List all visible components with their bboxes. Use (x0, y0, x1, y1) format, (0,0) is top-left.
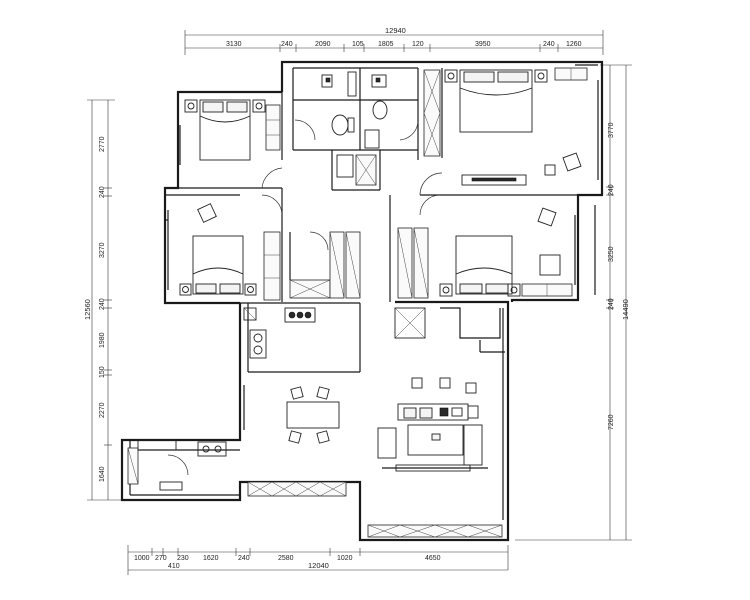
shower-icon (321, 74, 333, 88)
wardrobe (265, 104, 281, 151)
bottom-dim-6: 2580 (278, 555, 294, 562)
right-dim-2: 240 (608, 184, 615, 196)
utility-room (127, 372, 245, 491)
left-dimensions: 2770 240 3270 240 1980 150 2270 1640 125… (83, 99, 125, 501)
nightstand (184, 99, 198, 113)
bottom-dim-5: 240 (238, 555, 250, 562)
left-dim-4: 240 (99, 298, 106, 310)
left-dim-6: 150 (99, 366, 106, 378)
top-dim-1: 3130 (226, 41, 242, 48)
armchair-living (377, 427, 397, 459)
bottom-sub-dim: 410 (168, 563, 180, 570)
sink-counter (336, 154, 354, 178)
bottom-dim-4: 1620 (203, 555, 219, 562)
armchair-3 (537, 207, 557, 227)
top-dim-8: 240 (543, 41, 555, 48)
left-dim-2: 240 (99, 186, 106, 198)
sofa (463, 424, 483, 466)
bottom-total-dim: 12040 (308, 561, 329, 570)
top-dimensions: 12940 3130 240 2090 105 1805 120 3950 24… (184, 26, 604, 55)
top-dim-5: 1805 (378, 41, 394, 48)
bedroom-left-middle (179, 194, 361, 301)
stove-icon (284, 307, 316, 323)
top-dim-4: 105 (352, 41, 364, 48)
toilet-icon (331, 114, 349, 136)
tv-cabinet (461, 174, 527, 186)
exterior-walls (120, 60, 604, 542)
balcony (247, 308, 504, 538)
right-total-dim: 14490 (621, 299, 630, 320)
windows (165, 64, 598, 295)
left-dim-3: 3270 (99, 242, 106, 258)
bottom-dimensions: 1000 270 230 1620 240 2580 1020 4650 410… (127, 545, 509, 575)
top-dim-2: 240 (281, 41, 293, 48)
sink-icon (364, 129, 380, 149)
laundry-sink (197, 441, 227, 457)
top-dim-9: 1260 (566, 41, 582, 48)
coffee-table (407, 424, 464, 456)
left-dim-1: 2770 (99, 136, 106, 152)
king-bed (459, 69, 533, 133)
bottom-dim-8: 4650 (425, 555, 441, 562)
bottom-dim-7: 1020 (337, 555, 353, 562)
interior-walls (129, 67, 443, 496)
double-bed-3 (455, 235, 513, 295)
double-bed-2 (192, 235, 244, 295)
bottom-dim-3: 230 (177, 555, 189, 562)
armchair-2 (197, 203, 217, 223)
left-dim-7: 2270 (99, 402, 106, 418)
master-bedroom (419, 67, 599, 196)
left-dim-5: 1980 (99, 332, 106, 348)
bottom-dim-2: 270 (155, 555, 167, 562)
door-swing (261, 167, 283, 189)
right-dim-1: 3770 (608, 122, 615, 138)
toilet-icon-2 (372, 100, 388, 120)
shower-rail (347, 71, 357, 97)
armchair (562, 152, 582, 172)
dining-table (286, 401, 340, 429)
right-dimensions: 3770 240 3250 240 7260 14490 (515, 64, 632, 541)
bottom-dim-1: 1000 (134, 555, 150, 562)
right-dim-5: 7260 (608, 414, 615, 430)
left-dim-8: 1640 (99, 466, 106, 482)
bedroom-right-middle (397, 194, 576, 299)
bathroom-block (294, 69, 441, 186)
staircase (394, 307, 505, 353)
dining-area (286, 386, 340, 444)
double-bed (199, 99, 251, 161)
living-room (377, 377, 488, 472)
top-dim-7: 3950 (475, 41, 491, 48)
right-dim-3: 3250 (608, 246, 615, 262)
top-dim-3: 2090 (315, 41, 331, 48)
bedroom-top-left (179, 99, 283, 189)
kitchen (243, 307, 316, 359)
top-dim-6: 120 (412, 41, 424, 48)
left-total-dim: 12560 (83, 299, 92, 320)
right-dim-4: 240 (608, 298, 615, 310)
kitchen-sink (249, 329, 267, 359)
top-total-dim: 12940 (385, 26, 406, 35)
desk-chair (539, 254, 561, 276)
